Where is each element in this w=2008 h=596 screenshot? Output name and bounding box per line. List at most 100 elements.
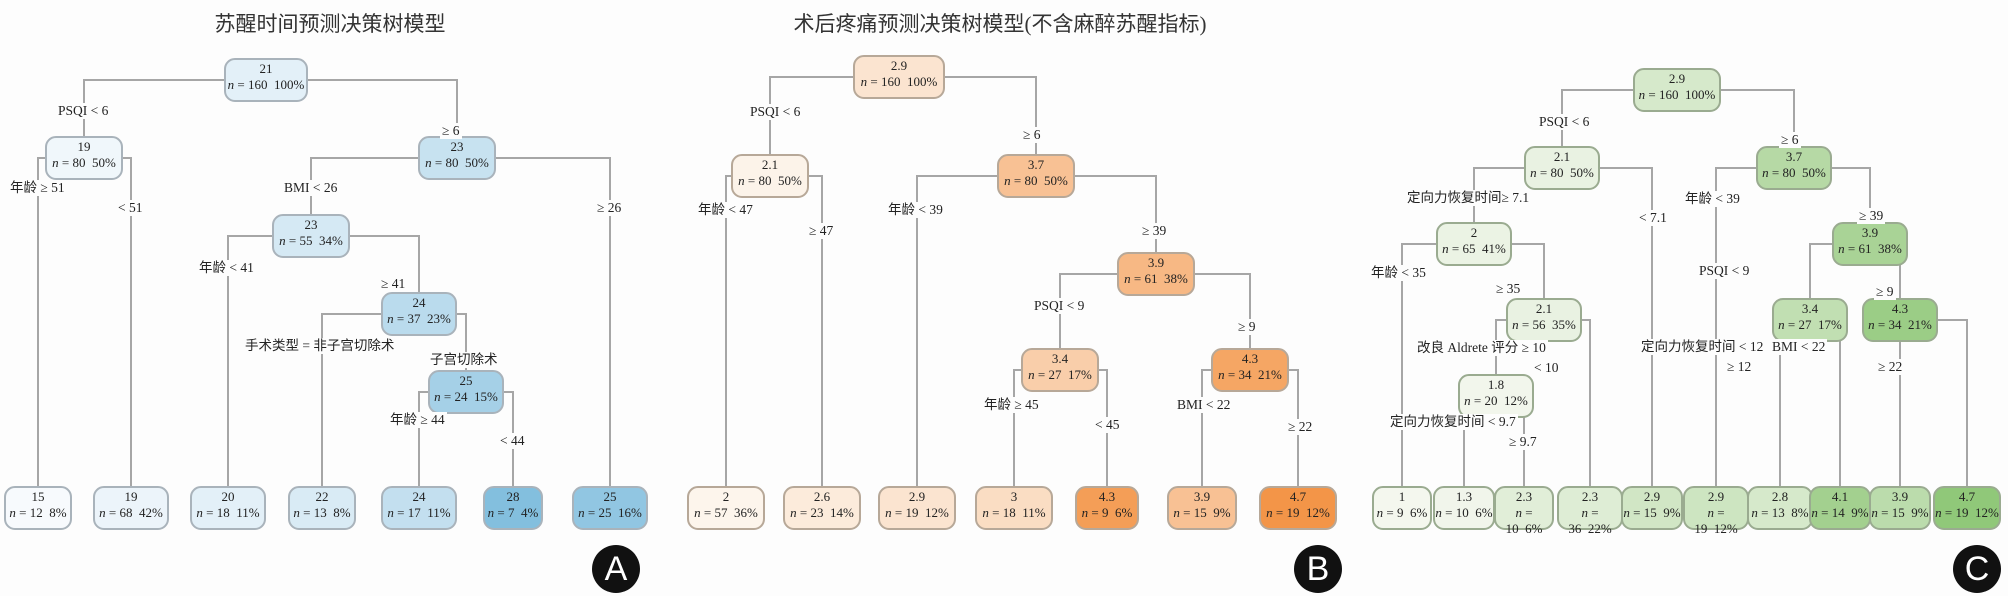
node-count: n = 61 38%	[1838, 241, 1902, 256]
split-label: 年龄 < 47	[696, 202, 755, 218]
tree-edge	[37, 157, 45, 486]
split-label: ≥ 12	[1725, 359, 1754, 375]
tree-edge	[1600, 167, 1653, 486]
node-count: n = 68 42%	[99, 505, 163, 520]
tree-edge	[1289, 369, 1299, 486]
node-count: n = 80 50%	[1004, 173, 1068, 188]
tree-edge	[1495, 319, 1506, 374]
node-value: 28	[506, 489, 520, 504]
node-value: 23	[304, 217, 318, 232]
node-count: n = 10 6%	[1435, 505, 1493, 520]
split-label: ≥ 22	[1876, 359, 1905, 375]
tree-edge	[1075, 175, 1157, 252]
split-label: 年龄 < 39	[886, 202, 945, 218]
node-count: n = 65 41%	[1442, 241, 1506, 256]
node-value: 3.7	[1027, 157, 1045, 172]
node-count: n = 23 14%	[790, 505, 854, 520]
node-count: n = 19 12%	[885, 505, 949, 520]
split-label: PSQI < 6	[748, 104, 803, 120]
node-value: 2.9	[1707, 489, 1725, 504]
node-count: n = 61 38%	[1124, 271, 1188, 286]
tree-edge	[1059, 273, 1117, 348]
node-value: 2.3	[1581, 489, 1599, 504]
tree-edge	[1721, 89, 1795, 146]
panel-b-title: 术后疼痛预测决策树模型(不含麻醉苏醒指标)	[793, 12, 1207, 36]
node-count: n = 55 34%	[279, 233, 343, 248]
tree-edge	[457, 313, 467, 370]
node-value: 2.9	[1668, 71, 1686, 86]
node-count: n = 13 8%	[293, 505, 351, 520]
node-value: 2	[722, 489, 730, 504]
tree-edge	[123, 157, 132, 486]
split-label: 年龄 < 41	[197, 260, 256, 276]
node-value: 25	[459, 373, 473, 388]
split-label: 子宫切除术	[428, 352, 500, 368]
panel-a-title: 苏醒时间预测决策树模型	[214, 12, 446, 36]
tree-edge	[809, 175, 823, 486]
node-count: n = 25 16%	[578, 505, 642, 520]
split-label: ≥ 9	[1874, 284, 1896, 300]
panel-a-badge: A	[592, 545, 640, 593]
split-label: BMI < 26	[282, 180, 340, 196]
tree-edge	[1401, 243, 1436, 486]
split-label: PSQI < 9	[1032, 298, 1087, 314]
node-value: 4.3	[1891, 301, 1909, 316]
node-value: 3	[1010, 489, 1018, 504]
node-value: 4.7	[1958, 489, 1976, 504]
node-value: 2.8	[1771, 489, 1789, 504]
node-count: n = 160 100%	[1638, 87, 1716, 102]
node-value: 4.7	[1289, 489, 1307, 504]
node-value: 2.9	[908, 489, 926, 504]
tree-edge	[418, 391, 428, 486]
node-value: 2.1	[1553, 149, 1571, 164]
tree-edge	[1013, 369, 1021, 486]
split-label: 年龄 < 35	[1369, 265, 1428, 281]
tree-edge	[1715, 167, 1756, 486]
node-count: n = 27 17%	[1778, 317, 1842, 332]
split-label: 年龄 < 39	[1683, 191, 1742, 207]
split-label: < 45	[1093, 417, 1122, 433]
node-value: 15	[31, 489, 45, 504]
node-value: 2.3	[1515, 489, 1533, 504]
split-label: < 51	[116, 200, 145, 216]
node-value: 3.9	[1193, 489, 1211, 504]
node-count: n = 80 50%	[52, 155, 116, 170]
node-value: 20	[221, 489, 235, 504]
tree-edge	[1832, 167, 1871, 222]
node-count: n = 160 100%	[227, 77, 305, 92]
node-count: n = 34 21%	[1868, 317, 1932, 332]
tree-edge	[725, 175, 731, 486]
node-count: n = 80 50%	[1762, 165, 1826, 180]
split-label: ≥ 35	[1494, 281, 1523, 297]
node-count: n = 7 4%	[487, 505, 539, 520]
split-label: ≥ 6	[1779, 132, 1801, 148]
split-label: 年龄 ≥ 51	[8, 180, 67, 196]
tree-edge	[1582, 319, 1591, 486]
node-value: 24	[412, 489, 426, 504]
node-count: n = 24 15%	[434, 389, 498, 404]
split-label: PSQI < 9	[1697, 263, 1752, 279]
node-count: n = 56 35%	[1512, 317, 1576, 332]
split-label: ≥ 9	[1236, 319, 1258, 335]
node-value: 25	[603, 489, 617, 504]
tree-edge	[308, 79, 458, 136]
